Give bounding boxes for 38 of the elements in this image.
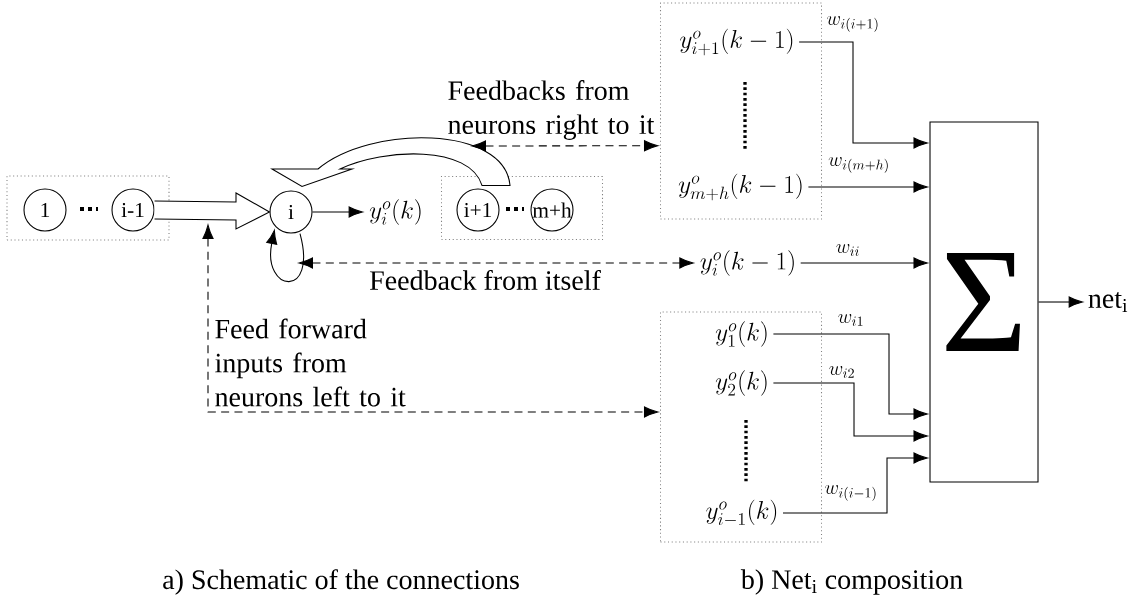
edge-label: Feedbacks from neurons right to it [448,80,655,140]
weight-label: $w_{i2}$ [829,366,854,378]
weight-label: $w_{i(m+h)}$ [828,156,888,173]
arrow [1038,296,1083,308]
signal-formula: $y_{i+1}^o(k-1)$ [680,28,793,56]
signal-formula: $y_2^o(k)$ [715,370,767,396]
group-box [6,175,170,241]
curved-block-arrow [271,137,511,187]
caption: a) Schematic of the connections [163,569,519,595]
signal-formula: $y_i^o(k-1)$ [700,250,794,276]
self-loop-arrow [266,229,305,283]
dashed-double-arrow [298,257,694,269]
weight-label: $w_{i(i+1)}$ [827,15,878,32]
arrow [772,382,928,442]
arrow [772,333,928,420]
edge-label: Feedback from itself [369,270,601,290]
arrow [312,206,363,218]
weight-label: $w_{ii}$ [836,244,859,256]
signal-formula: $y_1^o(k)$ [715,321,767,347]
caption: b) Net$_{i}$ composition [740,569,963,595]
output-label: net$_{i}$ [1088,292,1128,312]
summation-box: Σ [929,121,1039,483]
arrow [807,181,928,193]
edge-label: Feed forward inputs from neurons left to it [215,318,406,407]
weight-label: $w_{i1}$ [838,314,863,326]
signal-formula: $y_i^o(k)$ [369,199,421,225]
dashed-double-arrow [471,140,659,152]
dashed-double-arrow [202,224,659,418]
block-arrow [154,192,271,230]
group-box [659,2,823,220]
weight-label: $w_{i(i-1)}$ [825,484,876,501]
group-box [659,311,823,543]
arrow [798,41,928,149]
signal-formula: $y_{i-1}^o(k)$ [706,499,777,526]
group-box [440,175,604,241]
signal-formula: $y_{m+h}^o(k-1)$ [678,173,802,201]
arrow [800,257,928,269]
arrow [782,452,928,514]
